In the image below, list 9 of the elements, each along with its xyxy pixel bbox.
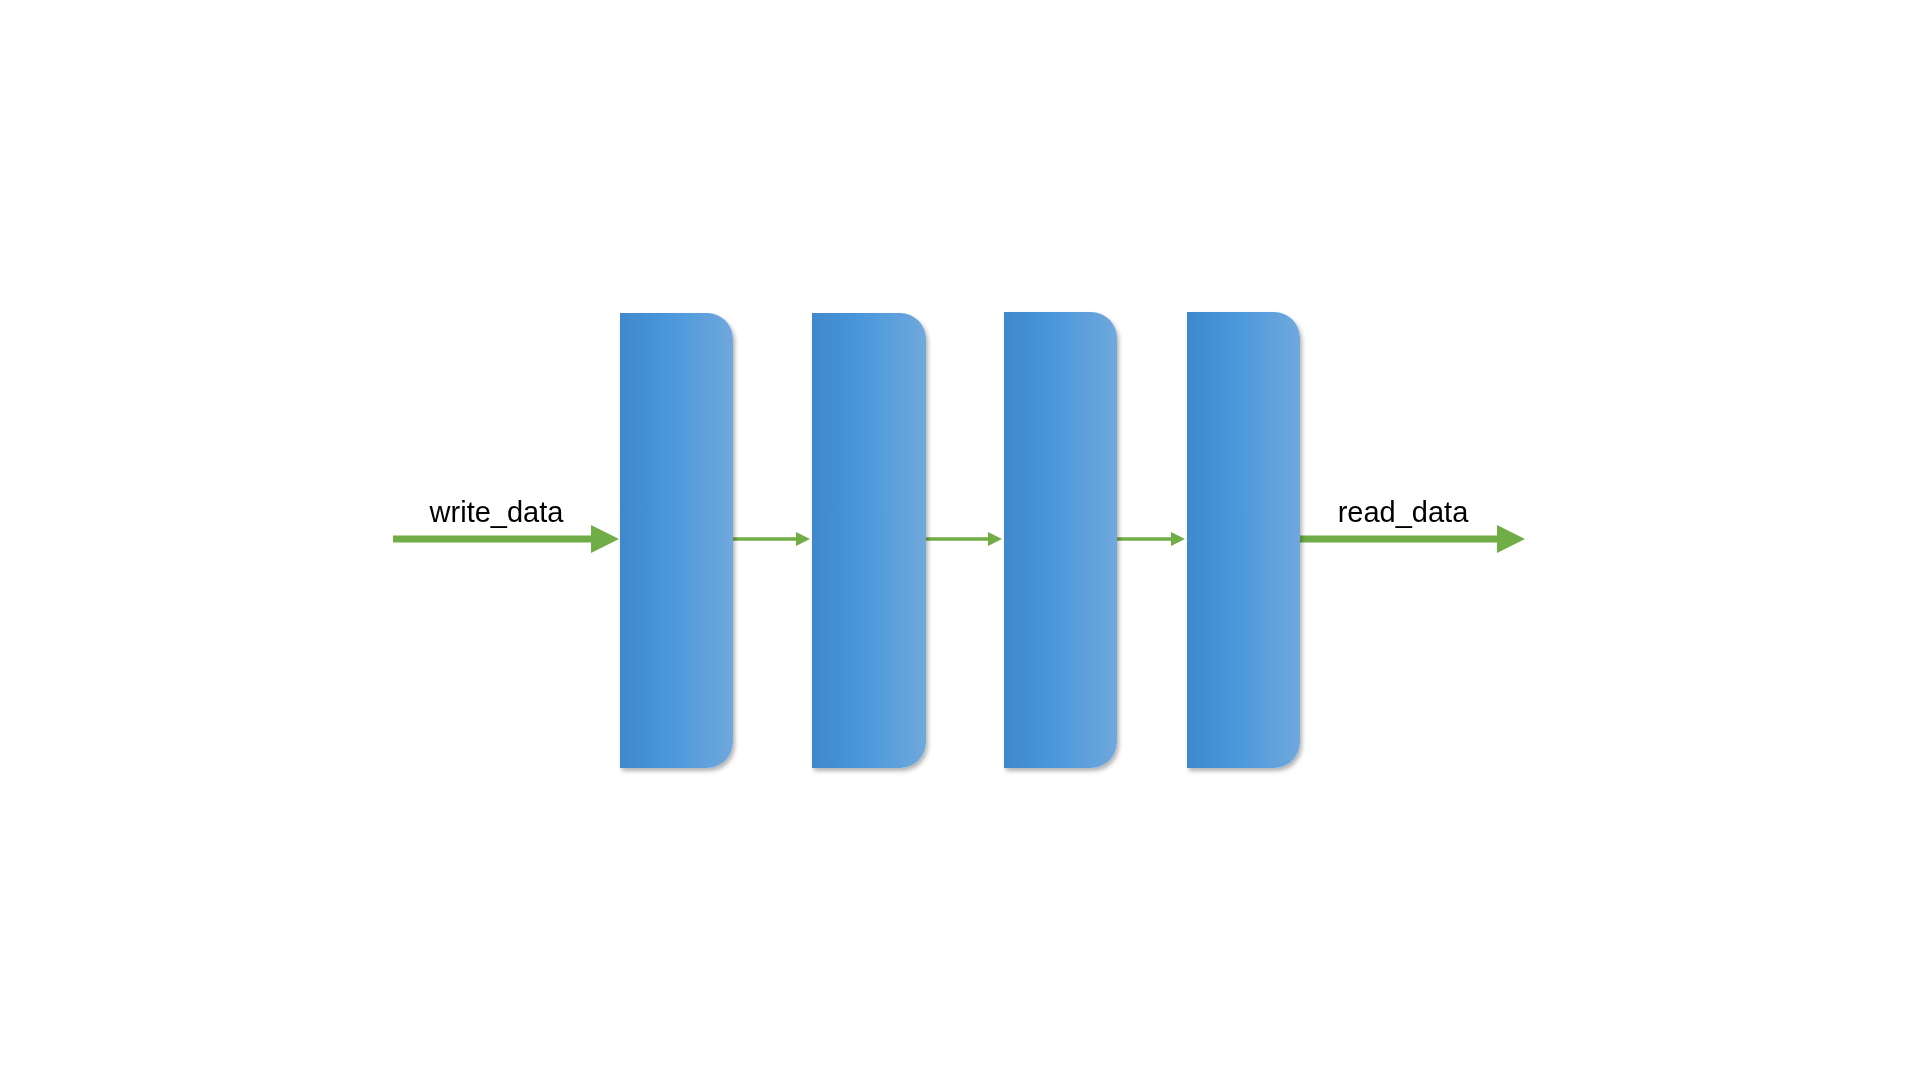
register-block <box>812 313 926 768</box>
arrow <box>1117 532 1185 546</box>
arrow <box>733 532 810 546</box>
signal-label: write_data <box>427 497 566 529</box>
register-block <box>1187 312 1300 768</box>
register-block <box>1004 312 1117 768</box>
arrow <box>926 532 1002 546</box>
register-block <box>620 313 733 768</box>
arrow <box>1300 525 1525 553</box>
